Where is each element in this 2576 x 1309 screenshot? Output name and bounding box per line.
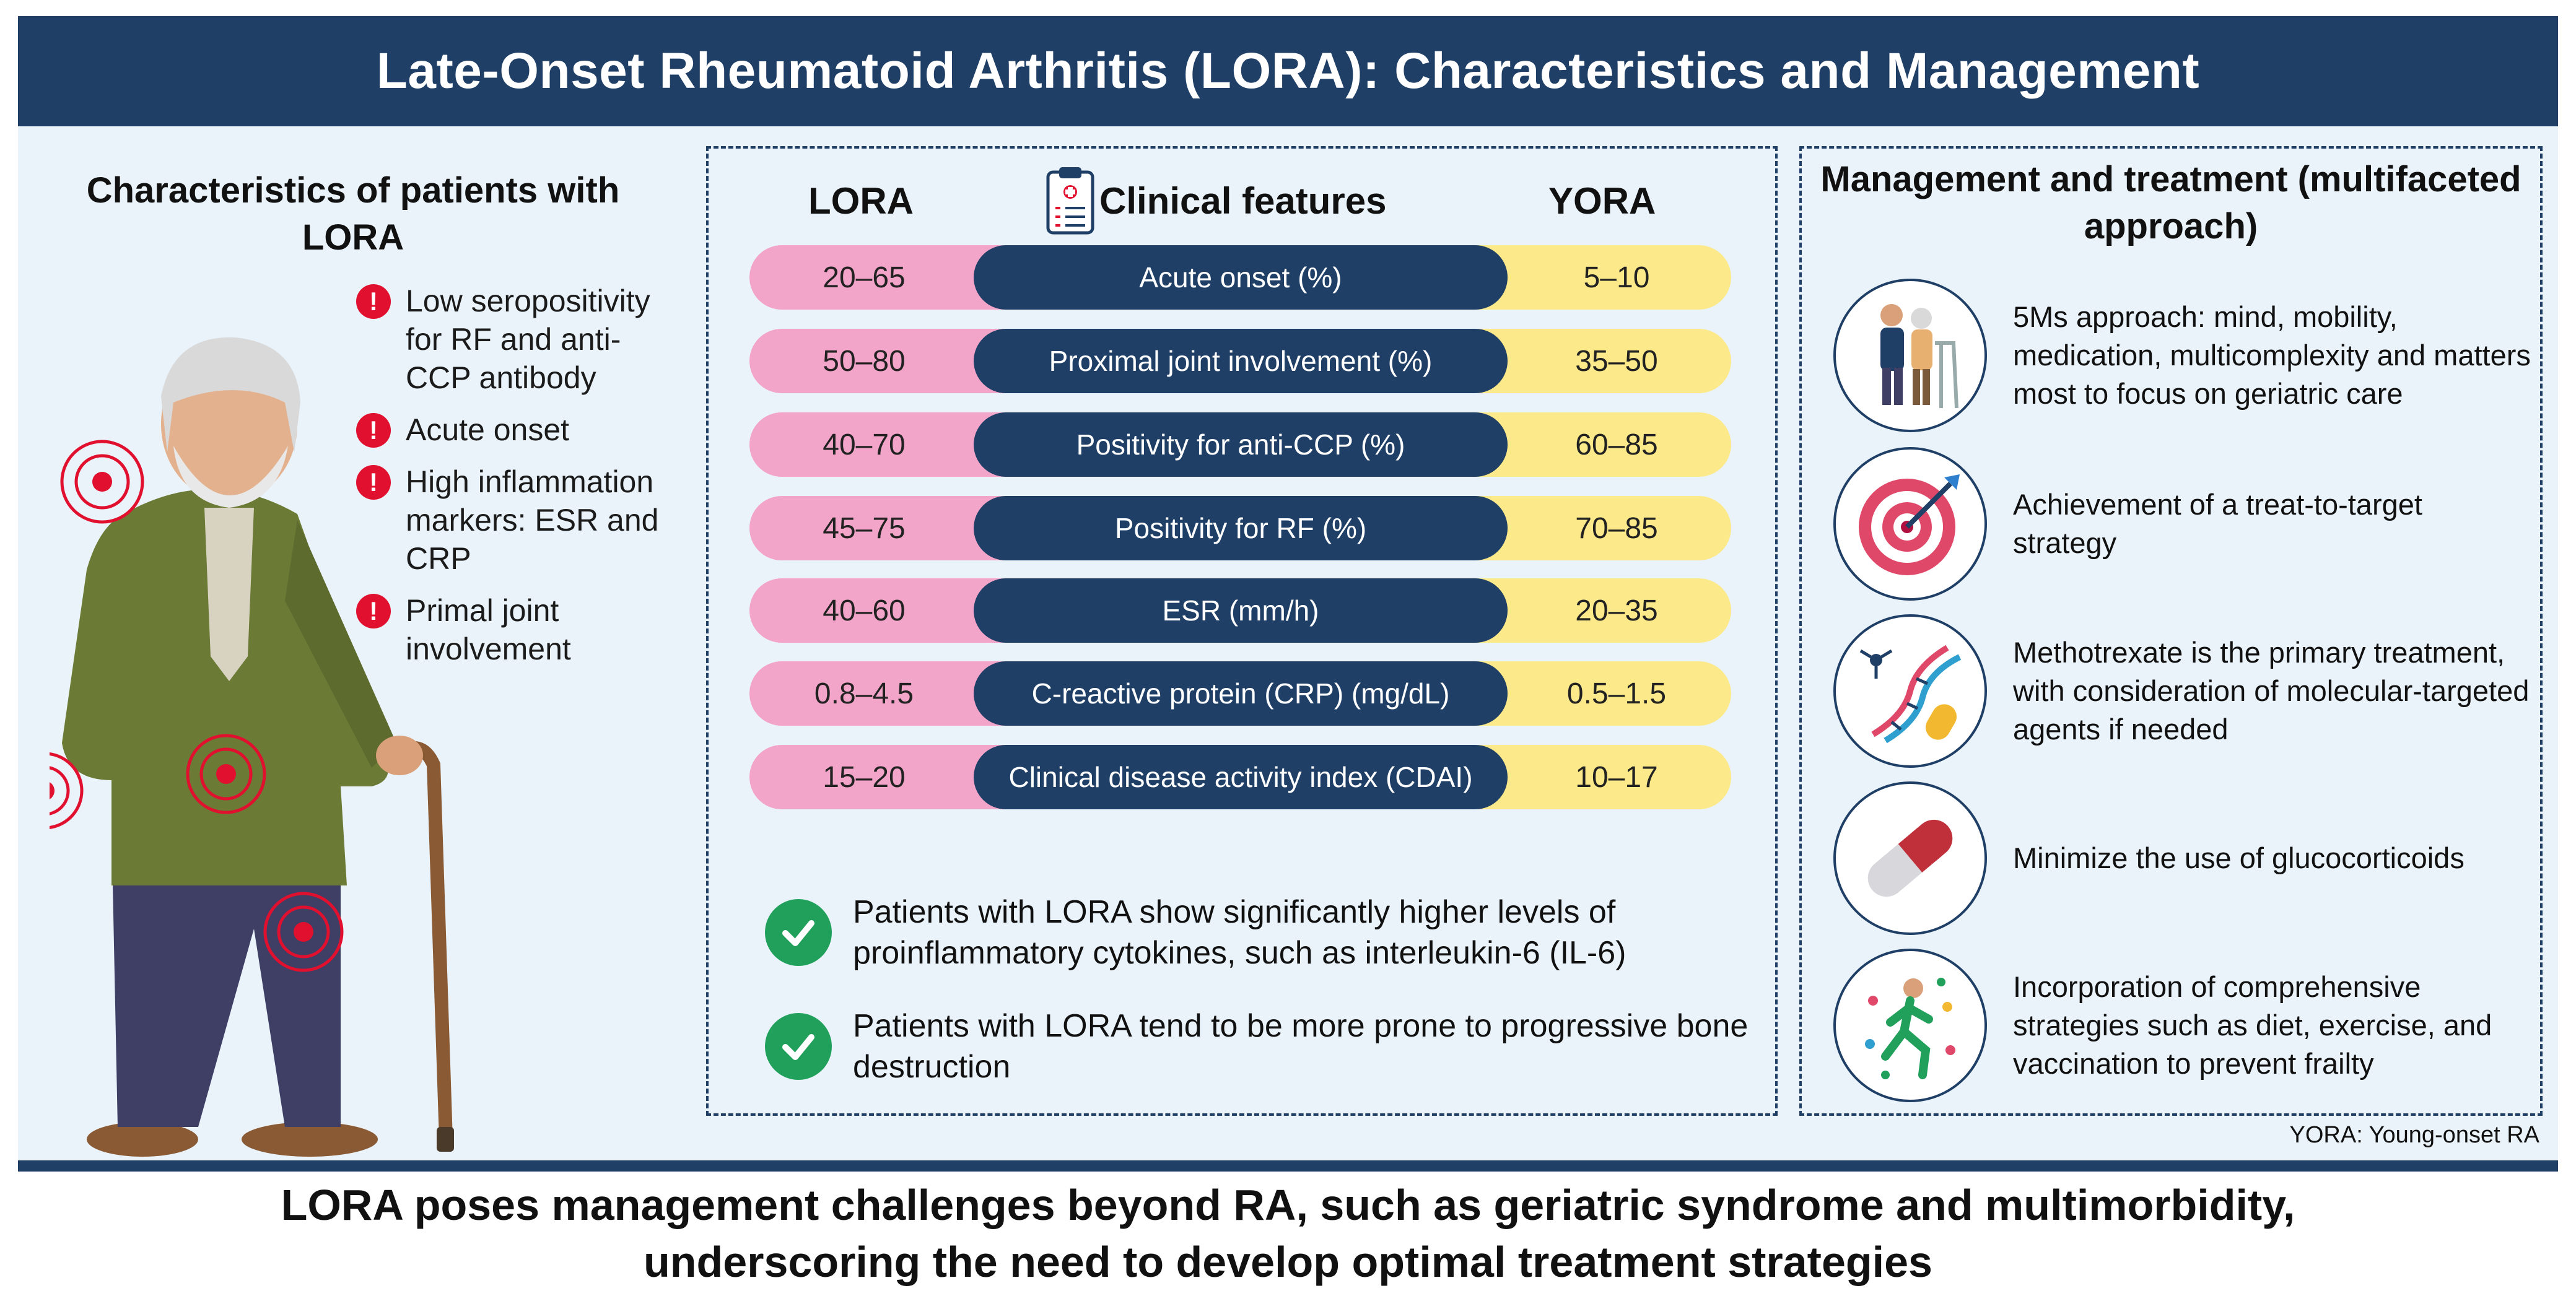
management-item: 5Ms approach: mind, mobility, medication… (1833, 279, 2533, 432)
management-item: Achievement of a treat-to-target strateg… (1833, 447, 2533, 601)
list-item: ! Low seropositivity for RF and anti-CCP… (356, 282, 678, 397)
list-item: ! Primal joint involvement (356, 591, 678, 668)
exclamation-icon: ! (356, 465, 391, 500)
exclamation-icon: ! (356, 413, 391, 448)
management-item: Incorporation of comprehensive strategie… (1833, 949, 2533, 1102)
caregiver-walker-icon (1833, 279, 1987, 432)
management-title: Management and treatment (multifaceted a… (1820, 159, 2521, 246)
table-row: 40–70 60–85 Positivity for anti-CCP (%) (749, 412, 1731, 477)
finding-item: Patients with LORA show significantly hi… (765, 892, 1756, 973)
clipboard-icon (1046, 167, 1094, 235)
feature-label: Proximal joint involvement (%) (974, 329, 1508, 393)
checkmark-icon (765, 899, 832, 966)
feature-label: C-reactive protein (CRP) (mg/dL) (974, 661, 1508, 726)
footer-divider (18, 1160, 2558, 1172)
feature-label: Positivity for anti-CCP (%) (974, 412, 1508, 477)
feature-label: Positivity for RF (%) (974, 496, 1508, 560)
feature-label: Clinical disease activity index (CDAI) (974, 745, 1508, 809)
exclamation-icon: ! (356, 284, 391, 319)
table-row: 15–20 10–17 Clinical disease activity in… (749, 745, 1731, 809)
exclamation-icon: ! (356, 594, 391, 628)
target-dart-icon (1833, 447, 1987, 601)
dna-molecule-icon (1833, 614, 1987, 768)
left-section-title: Characteristics of patients with LORA (86, 170, 620, 258)
lora-characteristics-list: ! Low seropositivity for RF and anti-CCP… (356, 282, 678, 682)
management-item: Minimize the use of glucocorticoids (1833, 781, 2533, 935)
clinical-features-header: Clinical features (1099, 180, 1387, 222)
conclusion-line-1: LORA poses management challenges beyond … (281, 1181, 2295, 1229)
table-row: 40–60 20–35 ESR (mm/h) (749, 578, 1731, 643)
lora-column-header: LORA (808, 180, 914, 222)
management-panel (1799, 146, 2543, 1116)
table-row: 50–80 35–50 Proximal joint involvement (… (749, 329, 1731, 393)
page-title: Late-Onset Rheumatoid Arthritis (LORA): … (376, 43, 2200, 99)
finding-item: Patients with LORA tend to be more prone… (765, 1006, 1756, 1087)
elderly-man-with-cane-icon (50, 337, 454, 1157)
feature-label: Acute onset (%) (974, 245, 1508, 310)
table-row: 0.8–4.5 0.5–1.5 C-reactive protein (CRP)… (749, 661, 1731, 726)
conclusion-line-2: underscoring the need to develop optimal… (644, 1238, 1932, 1286)
list-item: ! Acute onset (356, 411, 678, 449)
runner-healthy-lifestyle-icon (1833, 949, 1987, 1102)
list-item: ! High inflammation markers: ESR and CRP (356, 463, 678, 578)
clinical-features-panel (706, 146, 1778, 1116)
feature-label: ESR (mm/h) (974, 578, 1508, 643)
management-item: Methotrexate is the primary treatment, w… (1833, 614, 2533, 768)
title-banner: Late-Onset Rheumatoid Arthritis (LORA): … (18, 16, 2558, 126)
yora-column-header: YORA (1548, 180, 1656, 222)
abbreviation-note: YORA: Young-onset RA (2289, 1122, 2539, 1148)
table-row: 45–75 70–85 Positivity for RF (%) (749, 496, 1731, 560)
capsule-pill-icon (1833, 781, 1987, 935)
conclusion-text: LORA poses management challenges beyond … (0, 1176, 2576, 1290)
checkmark-icon (765, 1013, 832, 1080)
table-row: 20–65 5–10 Acute onset (%) (749, 245, 1731, 310)
